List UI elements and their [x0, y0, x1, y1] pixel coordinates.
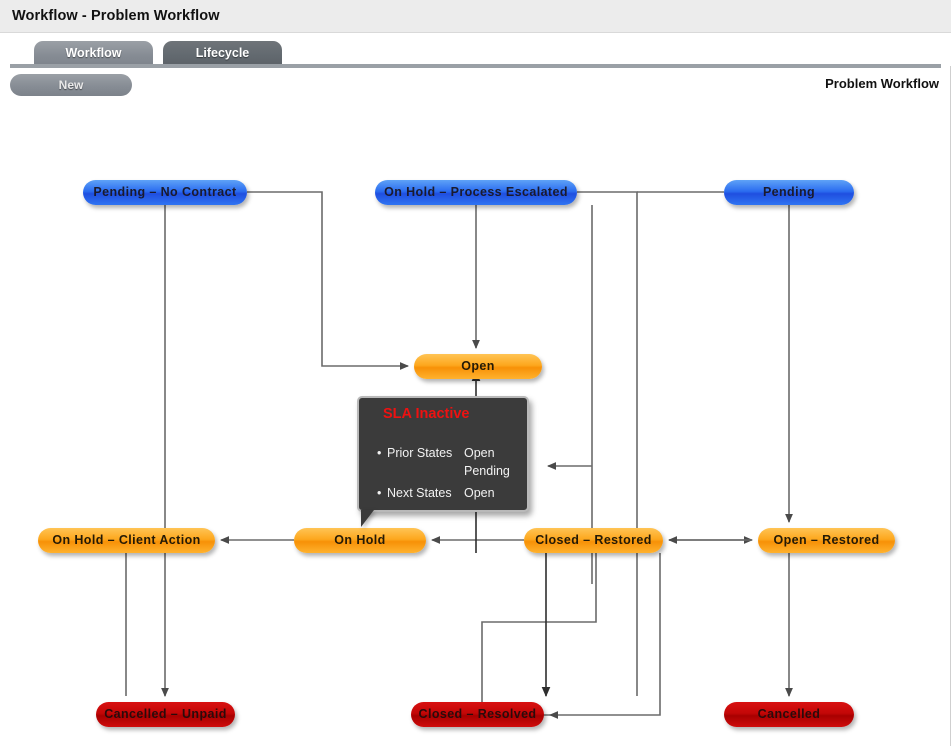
- node-on-hold[interactable]: On Hold: [294, 528, 426, 553]
- next-states-bullet: •: [377, 486, 382, 500]
- node-closed-restored[interactable]: Closed – Restored: [524, 528, 663, 553]
- node-on-hold-process-escalated[interactable]: On Hold – Process Escalated: [375, 180, 577, 205]
- page-title: Workflow - Problem Workflow: [12, 8, 220, 24]
- node-cancelled-unpaid[interactable]: Cancelled – Unpaid: [96, 702, 235, 727]
- prior-states-bullet: •: [377, 446, 382, 460]
- title-bar: Workflow - Problem Workflow: [0, 0, 951, 33]
- prior-states-label: Prior States: [387, 446, 453, 460]
- node-pending[interactable]: Pending: [724, 180, 854, 205]
- tab-workflow[interactable]: Workflow: [34, 41, 153, 66]
- edge-pending-no-contract-to-open: [247, 191, 409, 370]
- tab-underline-rule: [10, 64, 941, 68]
- tab-lifecycle[interactable]: Lifecycle: [163, 41, 282, 66]
- sla-tooltip-pointer-icon: [361, 510, 374, 527]
- next-states-label: Next States: [387, 486, 452, 500]
- next-states-value-1: Open: [464, 486, 495, 500]
- node-closed-resolved[interactable]: Closed – Resolved: [411, 702, 544, 727]
- node-open[interactable]: Open: [414, 354, 542, 379]
- toolbar: New Problem Workflow: [0, 68, 951, 100]
- node-on-hold-client-action[interactable]: On Hold – Client Action: [38, 528, 215, 553]
- connector-layer: [125, 191, 793, 719]
- node-cancelled[interactable]: Cancelled: [724, 702, 854, 727]
- workflow-diagram-canvas[interactable]: Pending – No Contract On Hold – Process …: [0, 100, 950, 746]
- edge-open-restored-to-closed-resolved: [549, 553, 661, 719]
- edge-escalated-right-trunk: [577, 191, 638, 696]
- new-button[interactable]: New: [10, 74, 132, 96]
- prior-states-value-1: Open: [464, 446, 495, 460]
- tab-strip: Workflow Lifecycle: [0, 33, 951, 66]
- node-pending-no-contract[interactable]: Pending – No Contract: [83, 180, 247, 205]
- sla-tooltip-title: SLA Inactive: [383, 406, 470, 422]
- edge-loop-left: [481, 553, 597, 716]
- node-open-restored[interactable]: Open – Restored: [758, 528, 895, 553]
- sla-tooltip: SLA Inactive • Prior States Open Pending…: [357, 396, 529, 527]
- prior-states-value-2: Pending: [464, 464, 510, 478]
- workflow-name-label: Problem Workflow: [825, 76, 939, 91]
